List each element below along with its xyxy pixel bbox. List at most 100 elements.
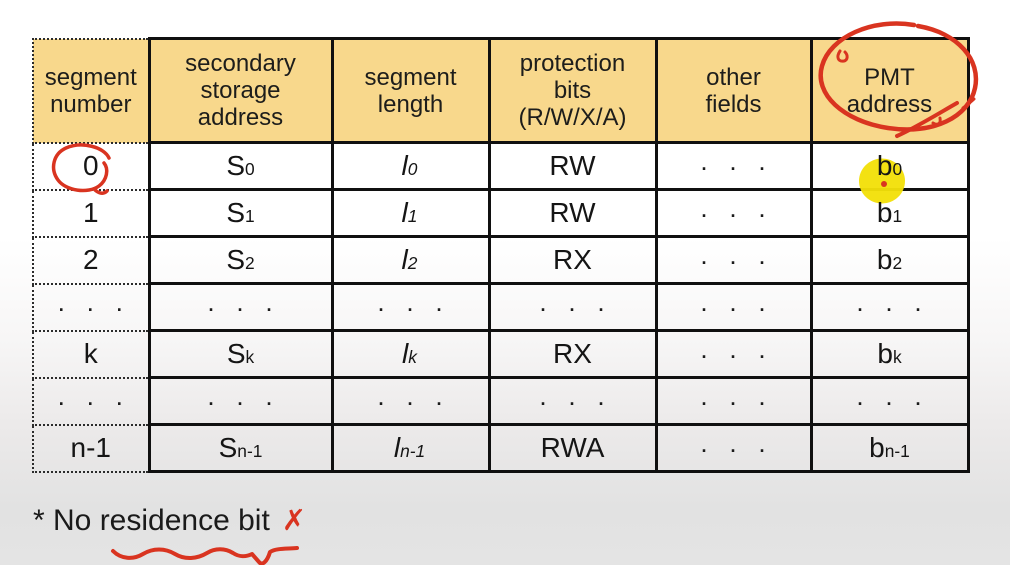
cell-r2-c5: b2 (809, 235, 970, 285)
footnote: * No residence bit ✗ (33, 503, 306, 538)
cell-r3-c3: · · · (487, 282, 658, 332)
cell-r0-c2: l0 (330, 141, 491, 191)
cell-subscript: n-1 (884, 441, 910, 462)
cell-r4-c4: · · · (654, 329, 813, 379)
cell-subscript: 1 (892, 206, 903, 227)
cell-r4-c3: RX (487, 329, 658, 379)
ellipsis-text: · · · (701, 441, 775, 461)
ellipsis-text: · · · (378, 394, 452, 414)
cell-text: 2 (82, 244, 99, 275)
cell-r2-c2: l2 (330, 235, 491, 285)
header-row: segment number secondary storage address… (32, 37, 970, 144)
cell-text: 1 (82, 197, 99, 228)
cell-r1-c2: l1 (330, 188, 491, 238)
cell-r0-c5: b0 (809, 141, 970, 191)
cell-subscript: n-1 (400, 441, 426, 462)
cell-r2-c1: S2 (147, 235, 334, 285)
header-secondary-storage-address: secondary storage address (147, 37, 334, 144)
cell-subscript: k (892, 347, 902, 368)
cell-subscript: 0 (407, 159, 418, 180)
segment-table: segment number secondary storage address… (32, 37, 970, 473)
cell-text: k (83, 338, 98, 369)
cell-text: b2 (876, 244, 903, 275)
ellipsis-text: · · · (378, 300, 452, 320)
header-protection-bits: protection bits (R/W/X/A) (487, 37, 658, 144)
cell-r5-c3: · · · (487, 376, 658, 426)
ellipsis-text: · · · (701, 347, 775, 367)
cell-text: bk (877, 338, 902, 369)
cell-text: 0 (82, 150, 99, 181)
ellipsis-text: · · · (58, 300, 132, 320)
cell-r0-c0: 0 (32, 141, 150, 191)
ellipsis-text: · · · (701, 253, 775, 273)
cell-text: S0 (226, 150, 255, 181)
cell-r2-c4: · · · (654, 235, 813, 285)
cell-r1-c1: S1 (147, 188, 334, 238)
cell-r5-c2: · · · (330, 376, 491, 426)
cell-r6-c5: bn-1 (809, 423, 970, 473)
cell-subscript: 1 (245, 206, 255, 227)
cell-r3-c4: · · · (654, 282, 813, 332)
cell-r4-c1: Sk (147, 329, 334, 379)
cell-text: lk (402, 338, 417, 369)
cell-r2-c3: RX (487, 235, 658, 285)
cell-text: b0 (876, 150, 903, 181)
ellipsis-text: · · · (857, 300, 931, 320)
cell-subscript: 2 (407, 253, 418, 274)
segment-table-header: segment number secondary storage address… (32, 37, 970, 144)
cell-r6-c2: ln-1 (330, 423, 491, 473)
cell-text: Sk (226, 338, 255, 369)
cell-subscript: 1 (407, 206, 418, 227)
cross-mark: ✗ (281, 505, 307, 537)
ellipsis-text: · · · (540, 300, 614, 320)
table-row-3: · · · · · · · · · · · · · · · · · · (32, 282, 970, 332)
cell-subscript: 0 (245, 159, 255, 180)
cell-text: RW (549, 197, 596, 228)
cell-r6-c4: · · · (654, 423, 813, 473)
cell-r0-c1: S0 (147, 141, 334, 191)
cell-r6-c1: Sn-1 (147, 423, 334, 473)
cell-r6-c3: RWA (487, 423, 658, 473)
cell-text: ln-1 (393, 432, 426, 463)
ellipsis-text: · · · (701, 206, 775, 226)
ellipsis-text: · · · (701, 394, 775, 414)
cell-r0-c4: · · · (654, 141, 813, 191)
cell-text: Sn-1 (218, 432, 263, 463)
ellipsis-text: · · · (208, 300, 282, 320)
cell-r4-c2: lk (330, 329, 491, 379)
cell-r6-c0: n-1 (32, 423, 150, 473)
cell-text: RX (553, 338, 592, 369)
cell-subscript: k (245, 347, 255, 368)
cell-r4-c0: k (32, 329, 150, 379)
cell-text: S1 (226, 197, 255, 228)
cell-r5-c4: · · · (654, 376, 813, 426)
cell-r3-c0: · · · (32, 282, 150, 332)
cell-subscript: 0 (892, 159, 903, 180)
cell-r3-c5: · · · (809, 282, 970, 332)
cell-r1-c0: 1 (32, 188, 150, 238)
ellipsis-text: · · · (58, 394, 132, 414)
cell-text: RWA (540, 432, 605, 463)
cell-text: bn-1 (869, 432, 910, 463)
cell-r0-c3: RW (487, 141, 658, 191)
cell-text: RX (553, 244, 592, 275)
cell-r3-c1: · · · (147, 282, 334, 332)
cell-text: n-1 (70, 432, 111, 463)
cell-r4-c5: bk (809, 329, 970, 379)
cell-r5-c1: · · · (147, 376, 334, 426)
cell-r1-c4: · · · (654, 188, 813, 238)
cell-text: RW (549, 150, 596, 181)
header-segment-number: segment number (32, 37, 150, 144)
cell-subscript: k (408, 347, 417, 368)
ellipsis-text: · · · (701, 159, 775, 179)
ellipsis-text: · · · (857, 394, 931, 414)
footnote-text: * No residence bit (33, 504, 270, 537)
cell-subscript: 2 (245, 253, 255, 274)
cell-subscript: 2 (892, 253, 903, 274)
